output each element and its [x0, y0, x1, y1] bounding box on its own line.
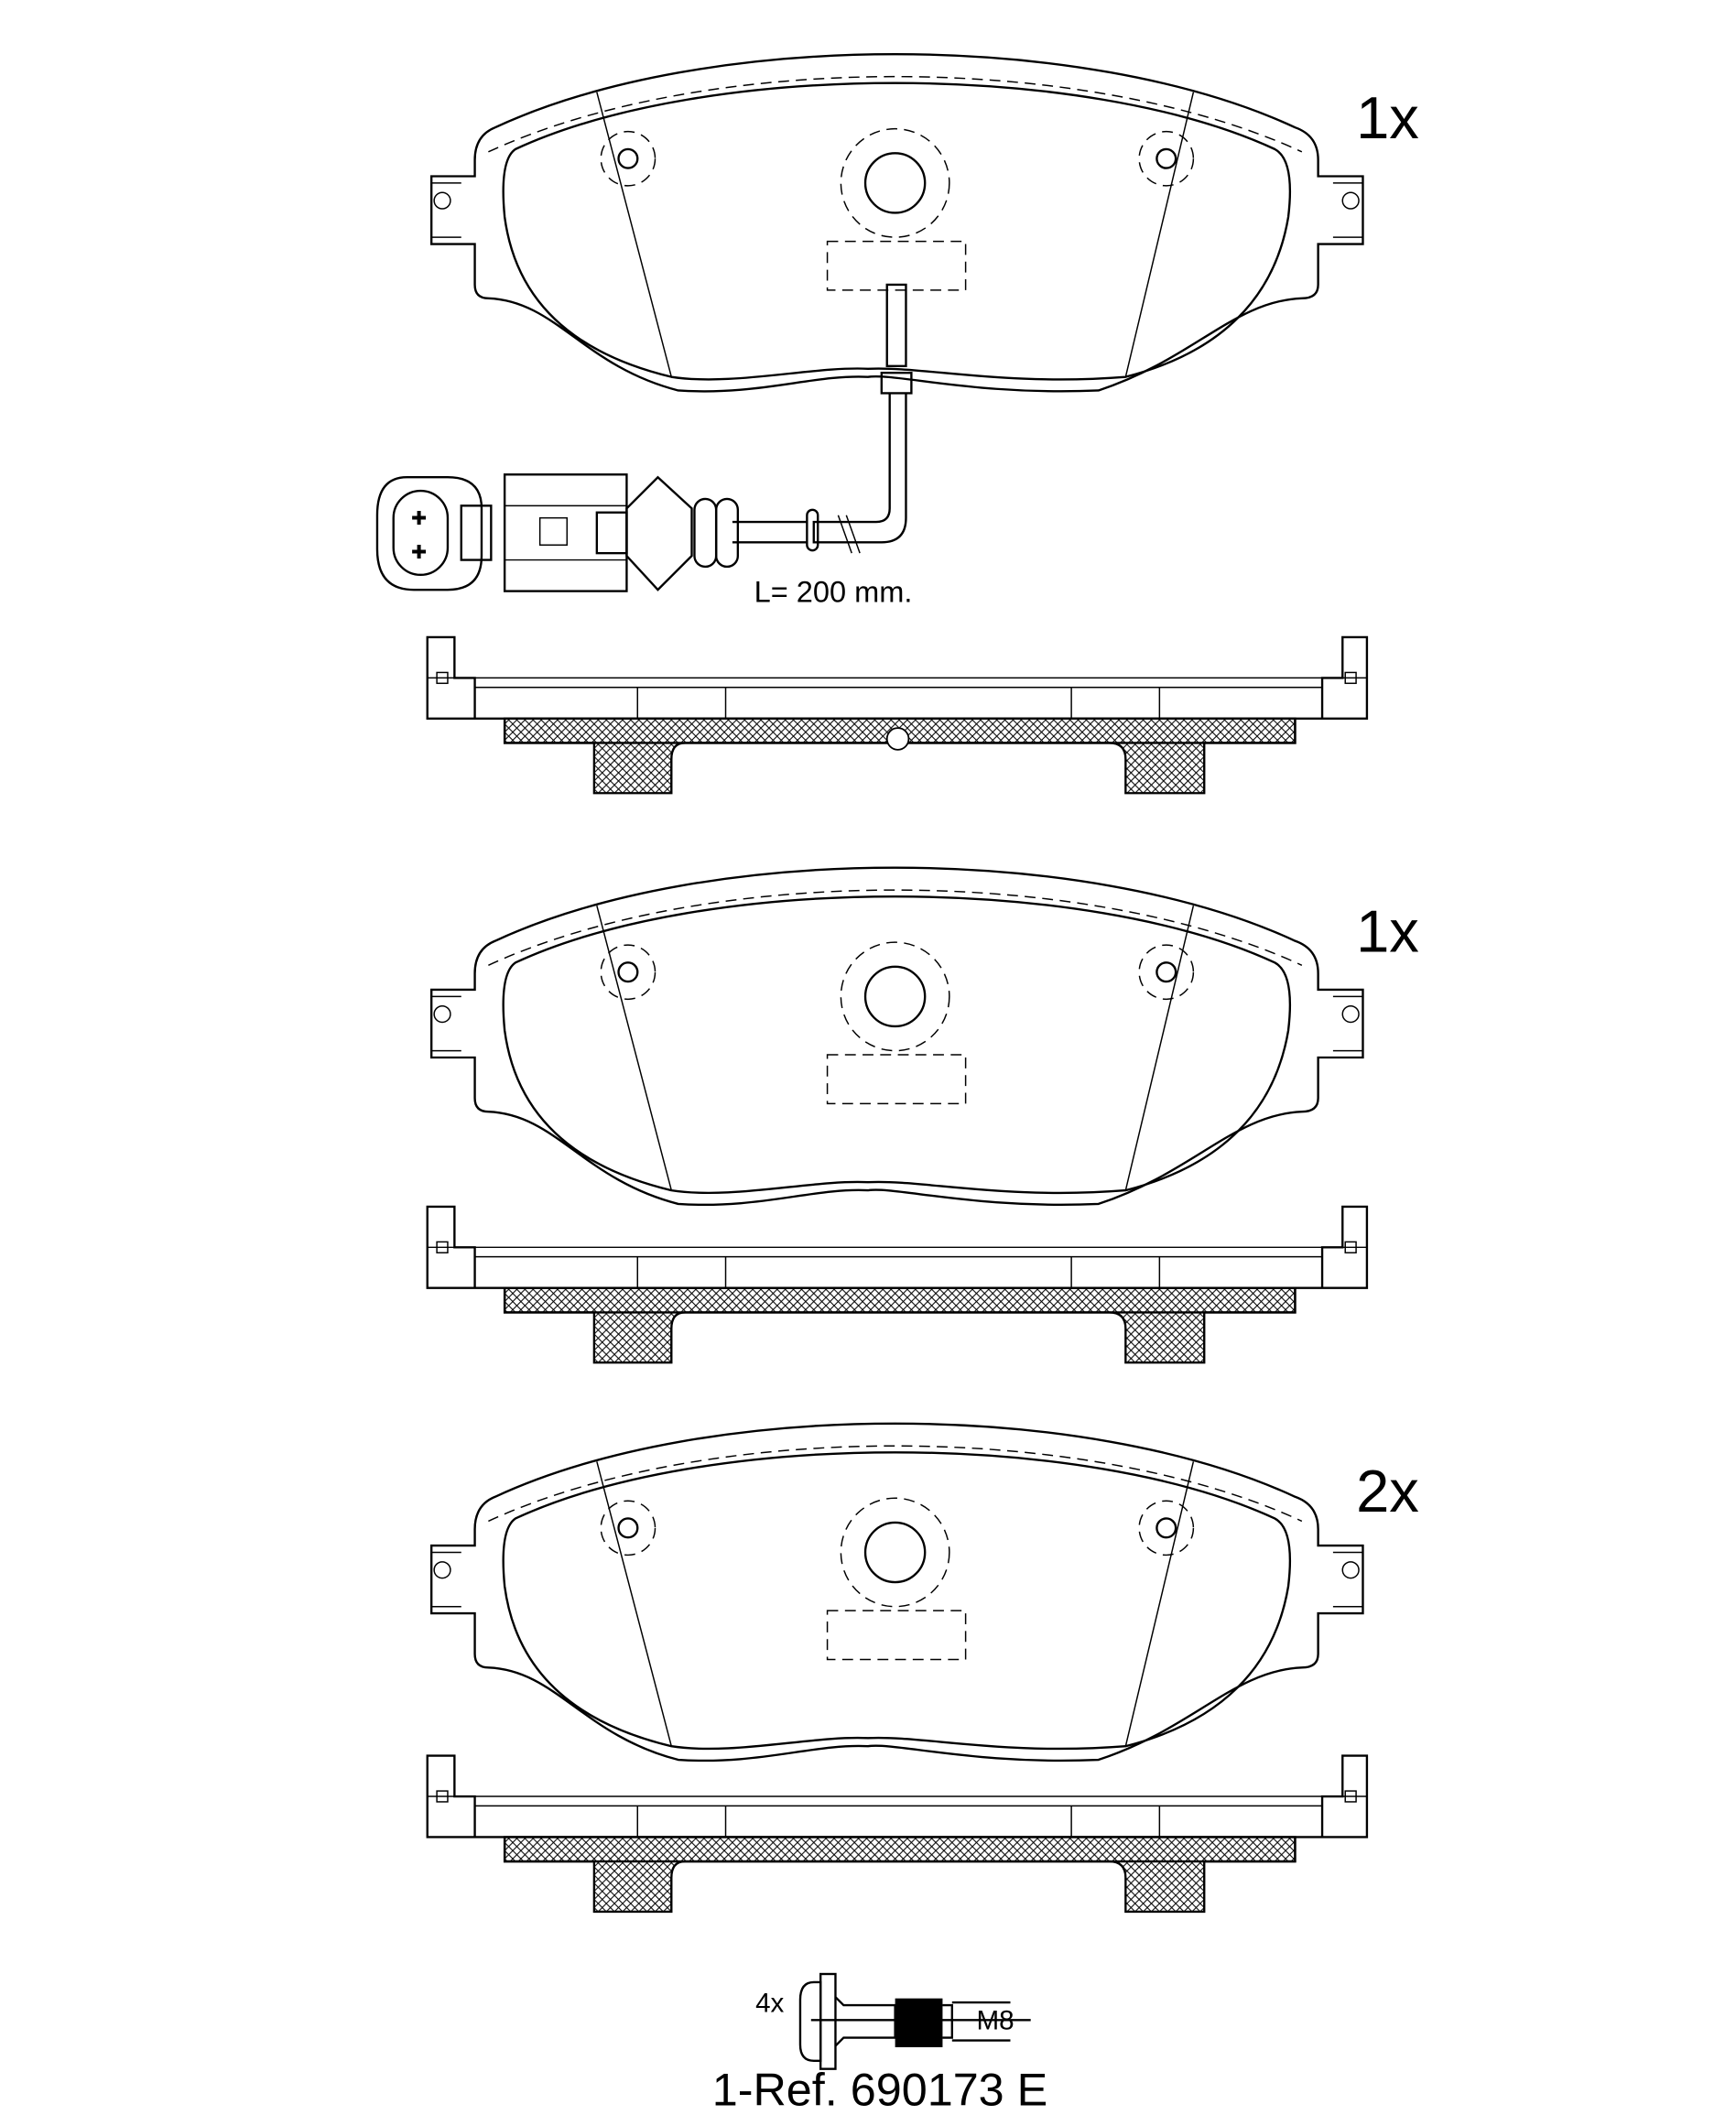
quantity-label: 1x [1356, 897, 1419, 964]
sensor-length-label: L= 200 mm. [754, 575, 913, 608]
wear-sensor: ✚ ✚ L= 200 mm. [375, 283, 913, 608]
reference-number: 1-Ref. 690173 E [712, 2064, 1048, 2115]
pin-icon: ✚ [411, 542, 427, 563]
bolt: 4x M8 [755, 1972, 1031, 2070]
pad-pair: 2x [426, 1422, 1419, 1914]
pad-outer: 1x [426, 866, 1419, 1364]
quantity-label: 1x [1356, 84, 1419, 151]
bolt-quantity: 4x [755, 1988, 784, 2018]
bolt-thread: M8 [976, 2006, 1014, 2036]
pad-with-sensor: 1x [426, 53, 1419, 795]
quantity-label: 2x [1356, 1458, 1419, 1524]
pin-icon: ✚ [411, 508, 427, 529]
sensor-hole [885, 727, 910, 751]
